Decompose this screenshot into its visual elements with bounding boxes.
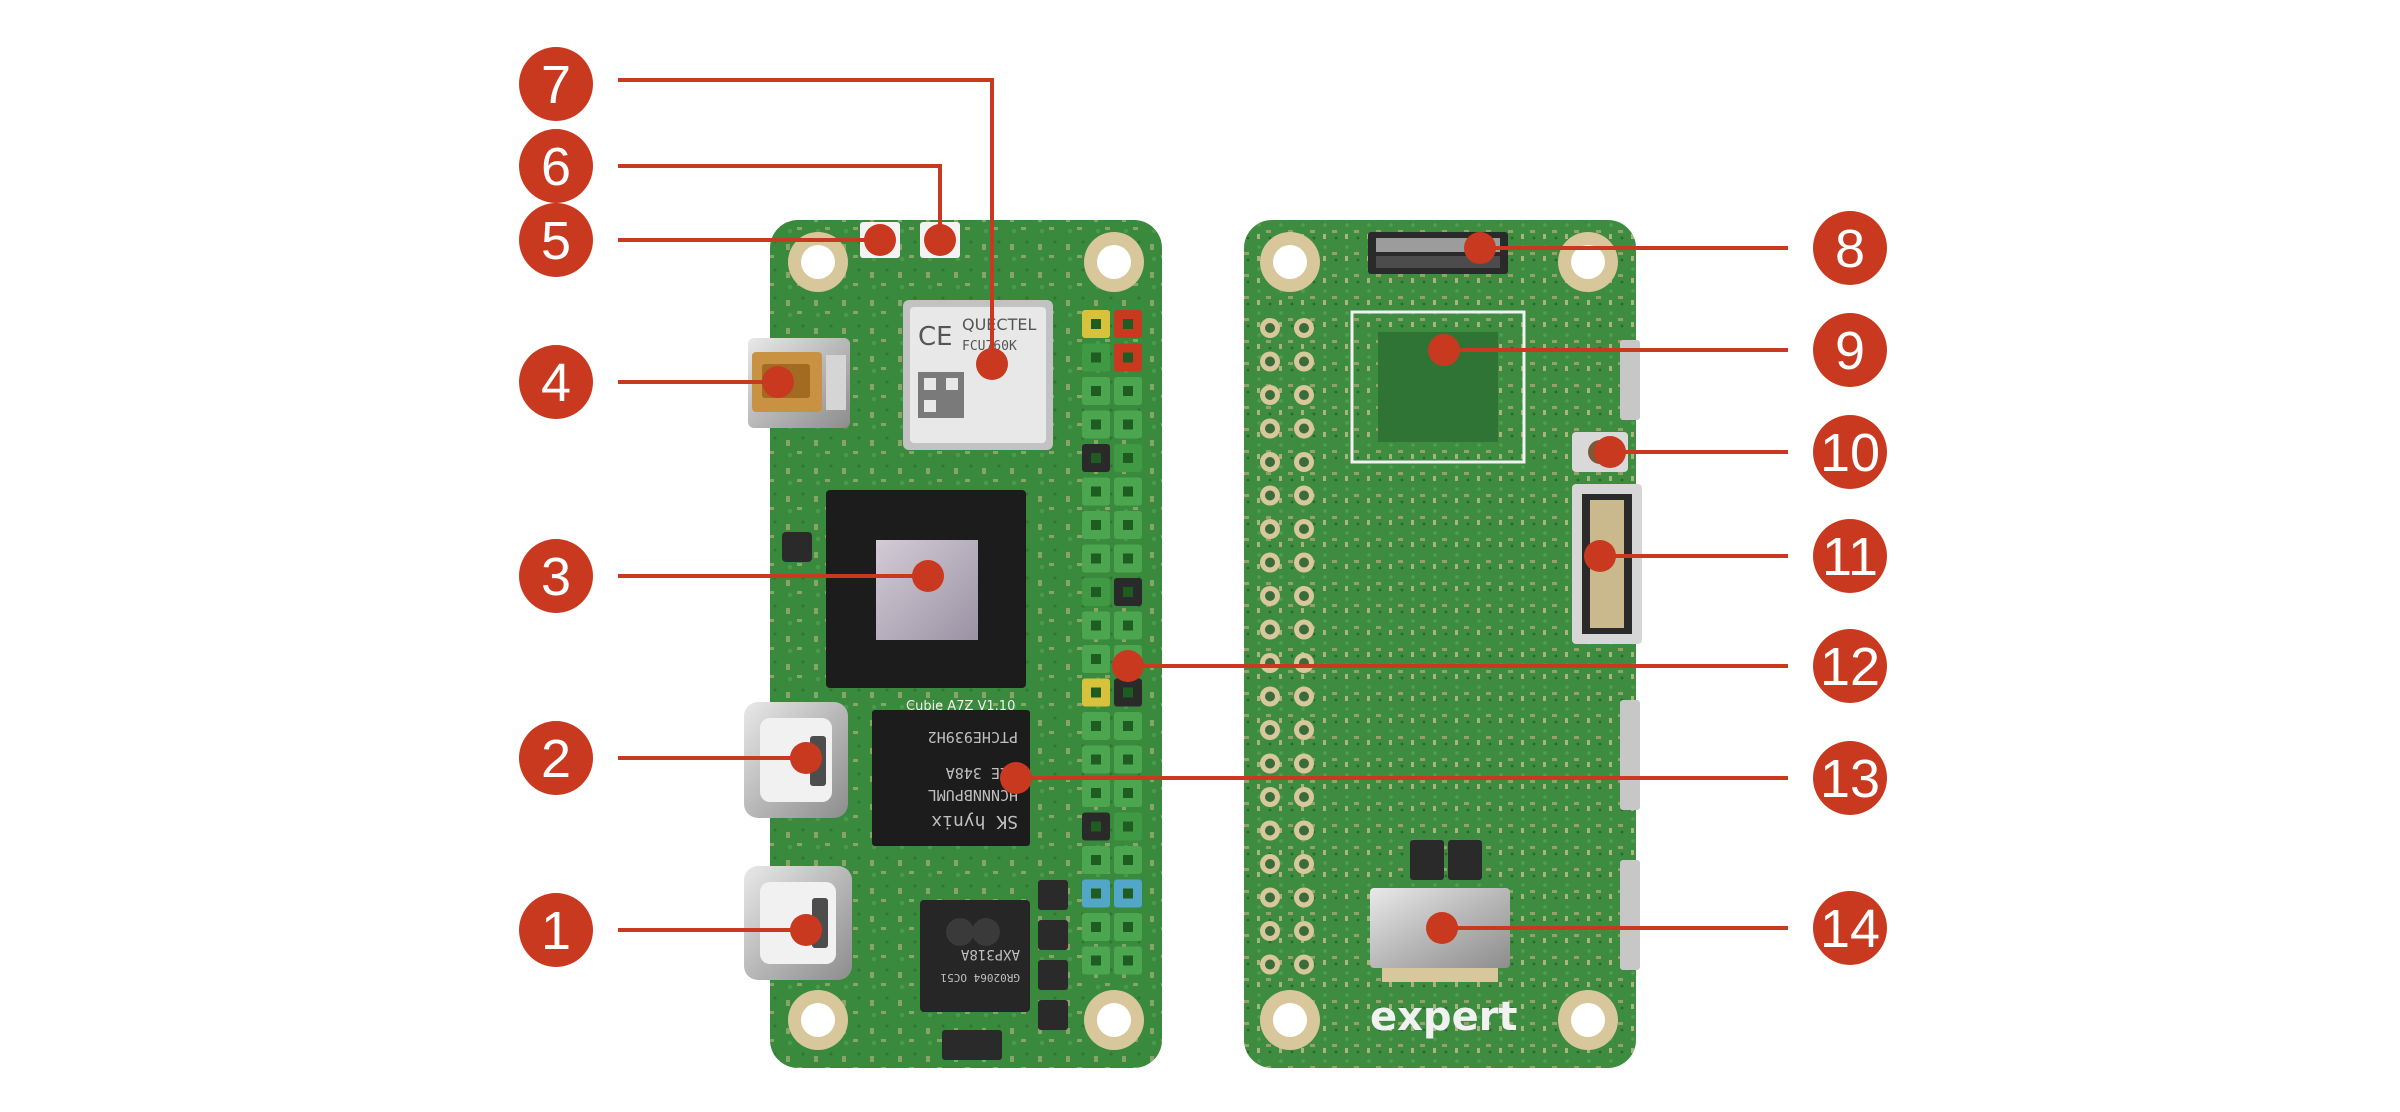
- callout-target-dot: [762, 366, 794, 398]
- pmic-chip: GR02064 OC51 AXP318A: [920, 900, 1030, 1012]
- callout-badge: [1813, 629, 1887, 703]
- callout-badge: [1813, 741, 1887, 815]
- memory-line3: PTCHE939H2: [928, 728, 1018, 746]
- gpio-header: [1082, 310, 1142, 975]
- callout-target-dot: [790, 742, 822, 774]
- callout-8: 8: [1464, 211, 1887, 285]
- callout-7: 7: [519, 47, 1008, 380]
- gpio-header-back: [1260, 318, 1314, 975]
- callout-number: 14: [1820, 899, 1880, 959]
- callout-number: 6: [541, 137, 571, 197]
- callout-badge: [519, 345, 593, 419]
- mounting-hole: [1260, 990, 1320, 1050]
- callout-13: 13: [1000, 741, 1887, 815]
- memory-chip: SK hynix HCNNNBPUML NLE 348A PTCHE939H2: [872, 710, 1030, 846]
- callout-target-dot: [976, 348, 1008, 380]
- mounting-hole: [1558, 990, 1618, 1050]
- callout-9: 9: [1428, 313, 1887, 387]
- callout-3: 3: [519, 539, 944, 613]
- inductor-bank: [942, 880, 1068, 1060]
- callout-badge: [519, 893, 593, 967]
- mounting-hole: [1084, 990, 1144, 1050]
- port-edge: [1620, 700, 1640, 810]
- callout-leader-line: [618, 164, 942, 240]
- callout-number: 7: [541, 55, 571, 115]
- callout-target-dot: [1584, 540, 1616, 572]
- module-model: FCU760K: [962, 339, 1017, 354]
- callout-number: 12: [1820, 637, 1880, 697]
- callout-target-dot: [1000, 762, 1032, 794]
- back-logo: expert: [1370, 994, 1518, 1040]
- callout-4: 4: [519, 345, 794, 419]
- inductor: [1448, 840, 1482, 880]
- callout-badge: [1813, 415, 1887, 489]
- memory-brand: SK hynix: [931, 811, 1018, 832]
- inductor: [1410, 840, 1444, 880]
- pmic-line1: AXP318A: [960, 946, 1020, 962]
- callout-target-dot: [912, 560, 944, 592]
- memory-line2: NLE 348A: [946, 764, 1018, 782]
- pmic-line2: GR02064 OC51: [941, 971, 1020, 984]
- callout-badge: [1813, 211, 1887, 285]
- callout-number: 4: [541, 353, 571, 413]
- callout-target-dot: [1112, 650, 1144, 682]
- wifi-module: QUECTEL CE FCU760K: [903, 300, 1053, 450]
- callout-target-dot: [864, 224, 896, 256]
- callout-leader-line: [618, 78, 994, 364]
- callout-number: 2: [541, 729, 571, 789]
- ce-mark: CE: [918, 322, 953, 352]
- callout-badge: [519, 721, 593, 795]
- callout-target-dot: [924, 224, 956, 256]
- callout-number: 5: [541, 211, 571, 271]
- callout-target-dot: [1594, 436, 1626, 468]
- callout-5: 5: [519, 203, 896, 277]
- callout-1: 1: [519, 893, 822, 967]
- callout-badge: [519, 47, 593, 121]
- port-edge: [1620, 340, 1640, 420]
- callout-badge: [519, 129, 593, 203]
- callout-number: 8: [1835, 219, 1865, 279]
- inductor: [782, 532, 812, 562]
- callout-6: 6: [519, 129, 956, 256]
- callout-number: 10: [1820, 423, 1880, 483]
- callout-badge: [519, 203, 593, 277]
- callout-badge: [1813, 519, 1887, 593]
- callout-14: 14: [1426, 891, 1887, 965]
- callout-12: 12: [1112, 629, 1887, 703]
- memory-line1: HCNNNBPUML: [928, 786, 1018, 804]
- callout-number: 9: [1835, 321, 1865, 381]
- callout-target-dot: [790, 914, 822, 946]
- callout-badge: [1813, 313, 1887, 387]
- callout-10: 10: [1594, 415, 1887, 489]
- callout-badge: [519, 539, 593, 613]
- mounting-hole: [1558, 232, 1618, 292]
- callout-target-dot: [1428, 334, 1460, 366]
- port-edge: [1620, 860, 1640, 970]
- callout-number: 13: [1820, 749, 1880, 809]
- callout-2: 2: [519, 721, 822, 795]
- callout-target-dot: [1464, 232, 1496, 264]
- mounting-hole: [1084, 232, 1144, 292]
- callout-target-dot: [1426, 912, 1458, 944]
- mounting-hole: [788, 232, 848, 292]
- mounting-hole: [1260, 232, 1320, 292]
- mounting-hole: [788, 990, 848, 1050]
- callout-number: 11: [1822, 527, 1878, 587]
- callout-11: 11: [1584, 519, 1887, 593]
- callout-badge: [1813, 891, 1887, 965]
- module-brand: QUECTEL: [962, 315, 1036, 334]
- callout-number: 3: [541, 547, 571, 607]
- callout-number: 1: [541, 901, 571, 961]
- back-board: expert: [1244, 220, 1642, 1068]
